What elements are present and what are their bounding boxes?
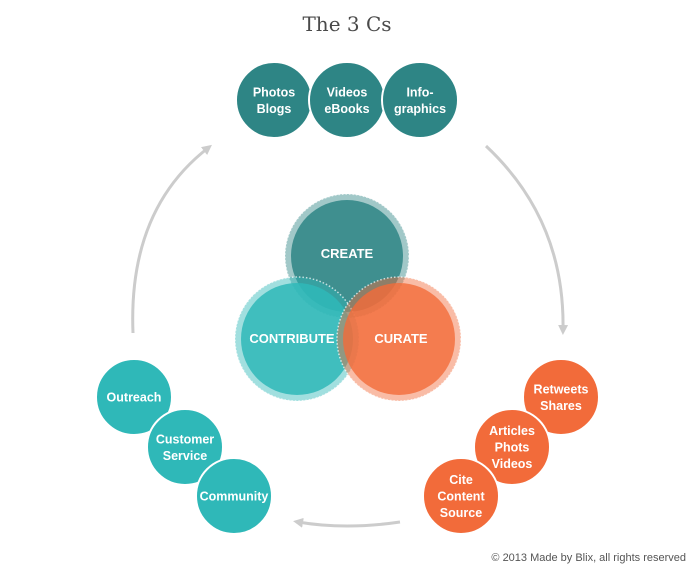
- venn-curate-label: CURATE: [374, 331, 428, 346]
- bubble-circle: [95, 358, 173, 436]
- arrow-contribute-to-create: [131, 144, 212, 334]
- copyright-note: © 2013 Made by Blix, all rights reserved: [491, 552, 686, 564]
- bubble-label: Service: [163, 449, 208, 463]
- venn-contribute-label: CONTRIBUTE: [249, 331, 335, 346]
- bubble-label: Videos: [327, 85, 368, 99]
- bubble-label: Phots: [495, 441, 530, 455]
- curate-outputs-group: RetweetsSharesArticlesPhotsVideosCiteCon…: [422, 358, 600, 535]
- venn-curate-circle: [336, 276, 462, 402]
- bubble-circle: [522, 358, 600, 436]
- bubble-label: Customer: [156, 432, 214, 446]
- bubble-circle: [422, 457, 500, 535]
- bubble-label: Source: [440, 506, 482, 520]
- bubble-circle: [195, 457, 273, 535]
- contribute-bubble: Outreach: [95, 358, 173, 436]
- bubble-label: Content: [437, 490, 485, 504]
- bubble-label: Shares: [540, 399, 582, 413]
- arrow-create-to-curate: [484, 144, 569, 335]
- diagram-title: The 3 Cs: [302, 12, 391, 36]
- bubble-label: Retweets: [534, 382, 589, 396]
- bubble-label: Blogs: [257, 102, 292, 116]
- venn-diagram: CREATE CONTRIBUTE CURATE: [234, 193, 462, 402]
- bubble-label: Photos: [253, 85, 295, 99]
- bubble-label: Cite: [449, 473, 473, 487]
- bubble-label: Outreach: [107, 391, 162, 405]
- venn-create-label: CREATE: [321, 246, 374, 261]
- bubble-label: eBooks: [324, 102, 369, 116]
- bubble-label: Articles: [489, 424, 535, 438]
- bubble-label: Videos: [492, 457, 533, 471]
- bubble-circle: [146, 408, 224, 486]
- bubble-circle: [308, 61, 386, 139]
- arrow-curate-to-contribute: [293, 517, 401, 528]
- venn-contribute-circle: [234, 276, 360, 402]
- bubble-label: Community: [200, 490, 269, 504]
- bubble-label: Info-: [406, 85, 433, 99]
- create-bubble: Info-graphics: [381, 61, 459, 139]
- bubble-circle: [473, 408, 551, 486]
- create-bubble: Videos eBooks: [308, 61, 386, 139]
- bubble-label: graphics: [394, 102, 446, 116]
- bubble-circle: [381, 61, 459, 139]
- bubble-circle: [235, 61, 313, 139]
- contribute-bubble: Community: [195, 457, 273, 535]
